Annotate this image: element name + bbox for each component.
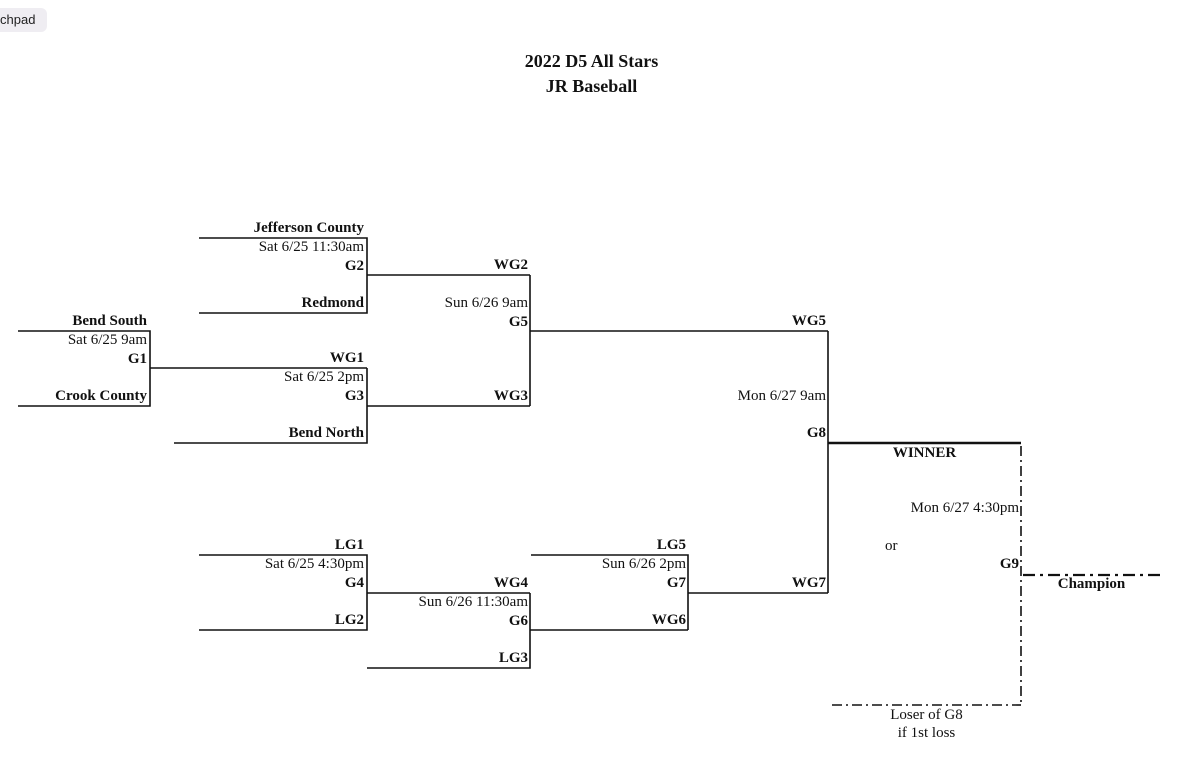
- g8-time: Mon 6/27 9am: [737, 388, 826, 404]
- g9-bottom-line2: if 1st loss: [897, 725, 956, 741]
- g6-label: G6: [508, 613, 528, 629]
- g8-bottom-team: WG7: [791, 575, 826, 591]
- g8-top-team: WG5: [791, 313, 826, 329]
- g7-top-team: LG5: [656, 537, 686, 553]
- g4-bottom-team: LG2: [334, 612, 364, 628]
- g5-time: Sun 6/26 9am: [444, 295, 528, 311]
- g7-time: Sun 6/26 2pm: [601, 556, 686, 572]
- g2-time: Sat 6/25 11:30am: [258, 239, 364, 255]
- g9-bottom-line1: Loser of G8: [890, 707, 963, 723]
- g7-bracket-line: [531, 554, 689, 630]
- g9-or-label: or: [885, 538, 898, 554]
- g4-label: G4: [344, 575, 364, 591]
- g2-label: G2: [344, 258, 364, 274]
- g9-top-team: WINNER: [892, 445, 957, 461]
- g1-bottom-team: Crook County: [55, 388, 147, 404]
- g3-top-team: WG1: [329, 350, 364, 366]
- g8-label: G8: [806, 425, 826, 441]
- g6-bottom-team: LG3: [498, 650, 528, 666]
- g9-label: G9: [999, 556, 1019, 572]
- g3-time: Sat 6/25 2pm: [283, 369, 364, 385]
- g9-time: Mon 6/27 4:30pm: [910, 500, 1019, 516]
- g1-time: Sat 6/25 9am: [67, 332, 147, 348]
- g4-top-team: LG1: [334, 537, 364, 553]
- champion-label: Champion: [1057, 576, 1126, 592]
- g1-top-team: Bend South: [72, 313, 147, 329]
- g2-top-team: Jefferson County: [253, 220, 364, 236]
- g3-bottom-team: Bend North: [288, 425, 364, 441]
- g7-label: G7: [666, 575, 686, 591]
- g2-bottom-team: Redmond: [301, 295, 364, 311]
- g5-bottom-team: WG3: [493, 388, 528, 404]
- g1-label: G1: [127, 351, 147, 367]
- bracket-subtitle: JR Baseball: [545, 76, 638, 96]
- g6-bracket-line: [367, 593, 531, 669]
- g6-top-team: WG4: [493, 575, 528, 591]
- g3-label: G3: [344, 388, 364, 404]
- g4-time: Sat 6/25 4:30pm: [264, 556, 364, 572]
- g5-top-team: WG2: [493, 257, 528, 273]
- g5-label: G5: [508, 314, 528, 330]
- launchpad-tab[interactable]: chpad: [0, 8, 48, 32]
- g6-time: Sun 6/26 11:30am: [418, 594, 528, 610]
- bracket-title: 2022 D5 All Stars: [524, 51, 659, 71]
- g7-bottom-team: WG6: [651, 612, 686, 628]
- g3-bracket-line: [174, 368, 368, 444]
